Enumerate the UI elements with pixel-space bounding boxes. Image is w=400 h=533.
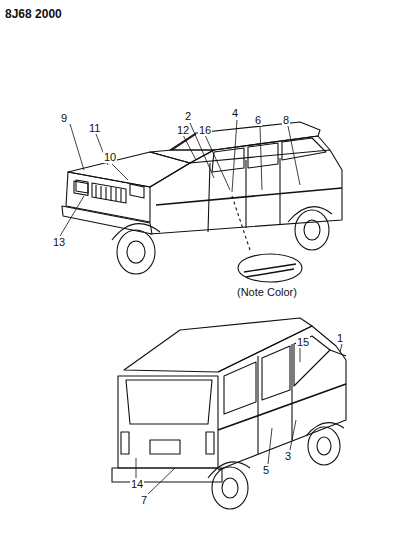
callout-number: 6 [254,114,262,126]
callout-number: 7 [140,494,148,506]
callout-number: 13 [52,236,66,248]
callout-number: 11 [88,122,101,134]
callout-number: 8 [282,114,290,126]
callout-number: 10 [103,151,117,163]
note-label: (Note Color) [236,286,298,298]
callout-number: 4 [231,107,239,119]
callout-number: 16 [198,124,212,136]
callout-number: 14 [130,478,144,490]
callout-number: 9 [60,112,68,124]
callout-number: 15 [296,336,310,348]
rear-view-vehicle [112,318,346,509]
callout-number: 12 [176,124,190,136]
front-view-vehicle [62,122,342,282]
callout-number: 5 [262,464,270,476]
callout-number: 3 [284,450,292,462]
callout-number: 1 [336,332,344,344]
leader-lines [60,120,342,494]
callout-number: 2 [184,110,192,122]
figure-code: 8J68 2000 [4,8,63,20]
